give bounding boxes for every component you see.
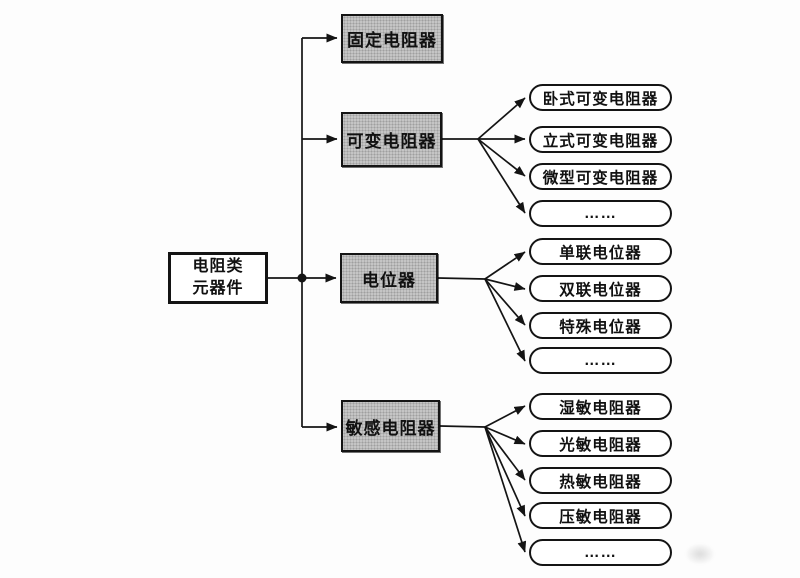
fan-potentiometer-1 [484,251,526,280]
junction-dot [297,273,307,283]
leaf-potentiometer-ellipsis: …… [529,347,672,374]
node-fixed-resistor: 固定电阻器 [341,14,443,63]
leaf-label: 单联电位器 [559,244,642,262]
leaf-label: 光敏电阻器 [559,436,642,454]
fan-sensitive-1 [484,405,526,428]
fan-potentiometer-2 [484,278,526,291]
leaf-label: …… [584,543,617,561]
leaf-label: 卧式可变电阻器 [542,90,659,108]
leaf-vertical-variable-resistor: 立式可变电阻器 [529,126,672,153]
fan-variable-1 [477,97,526,140]
leaf-horizontal-variable-resistor: 卧式可变电阻器 [529,84,672,111]
leaf-label: 热敏电阻器 [559,473,642,491]
fan-potentiometer-4 [484,278,526,362]
leaf-special-potentiometer: 特殊电位器 [529,312,672,339]
fan-variable-4 [477,138,526,214]
leaf-humidity-sensitive-resistor: 湿敏电阻器 [529,393,672,420]
fan-sensitive-3 [484,426,526,481]
node-potentiometer: 电位器 [340,253,438,303]
leaf-label: 特殊电位器 [559,318,642,336]
node-sensitive-resistor: 敏感电阻器 [341,400,440,452]
leaf-voltage-sensitive-resistor: 压敏电阻器 [529,502,672,529]
leaf-label: …… [584,351,617,369]
fan-sensitive-2 [484,426,526,445]
leaf-miniature-variable-resistor: 微型可变电阻器 [529,163,672,190]
leaf-single-potentiometer: 单联电位器 [529,238,672,265]
leaf-photo-sensitive-resistor: 光敏电阻器 [529,430,672,457]
root-label-line2: 元器件 [192,280,244,297]
leaf-label: 湿敏电阻器 [559,399,642,417]
node-label: 固定电阻器 [347,31,437,50]
fan-potentiometer-3 [484,278,526,326]
leaf-sensitive-ellipsis: …… [529,539,672,566]
potentiometer-stem-line [437,277,486,280]
leaf-thermo-sensitive-resistor: 热敏电阻器 [529,467,672,494]
node-variable-resistor: 可变电阻器 [341,112,442,167]
scan-artifact [686,544,714,564]
fan-sensitive-5 [484,426,527,553]
node-label: 敏感电阻器 [345,418,436,438]
root-label-line1: 电阻类 [192,258,244,276]
fan-variable-3 [477,138,526,177]
leaf-variable-ellipsis: …… [529,200,672,227]
leaf-label: 微型可变电阻器 [542,169,659,187]
leaf-label: 立式可变电阻器 [542,132,659,150]
leaf-dual-potentiometer: 双联电位器 [529,275,672,302]
node-label: 可变电阻器 [346,132,437,151]
node-root: 电阻类 元器件 [168,252,268,304]
leaf-label: 双联电位器 [559,281,642,299]
leaf-label: 压敏电阻器 [559,508,642,526]
sensitive-stem-line [439,425,486,428]
node-label: 电位器 [362,270,416,290]
leaf-label: …… [584,204,617,222]
fan-sensitive-4 [484,426,526,517]
